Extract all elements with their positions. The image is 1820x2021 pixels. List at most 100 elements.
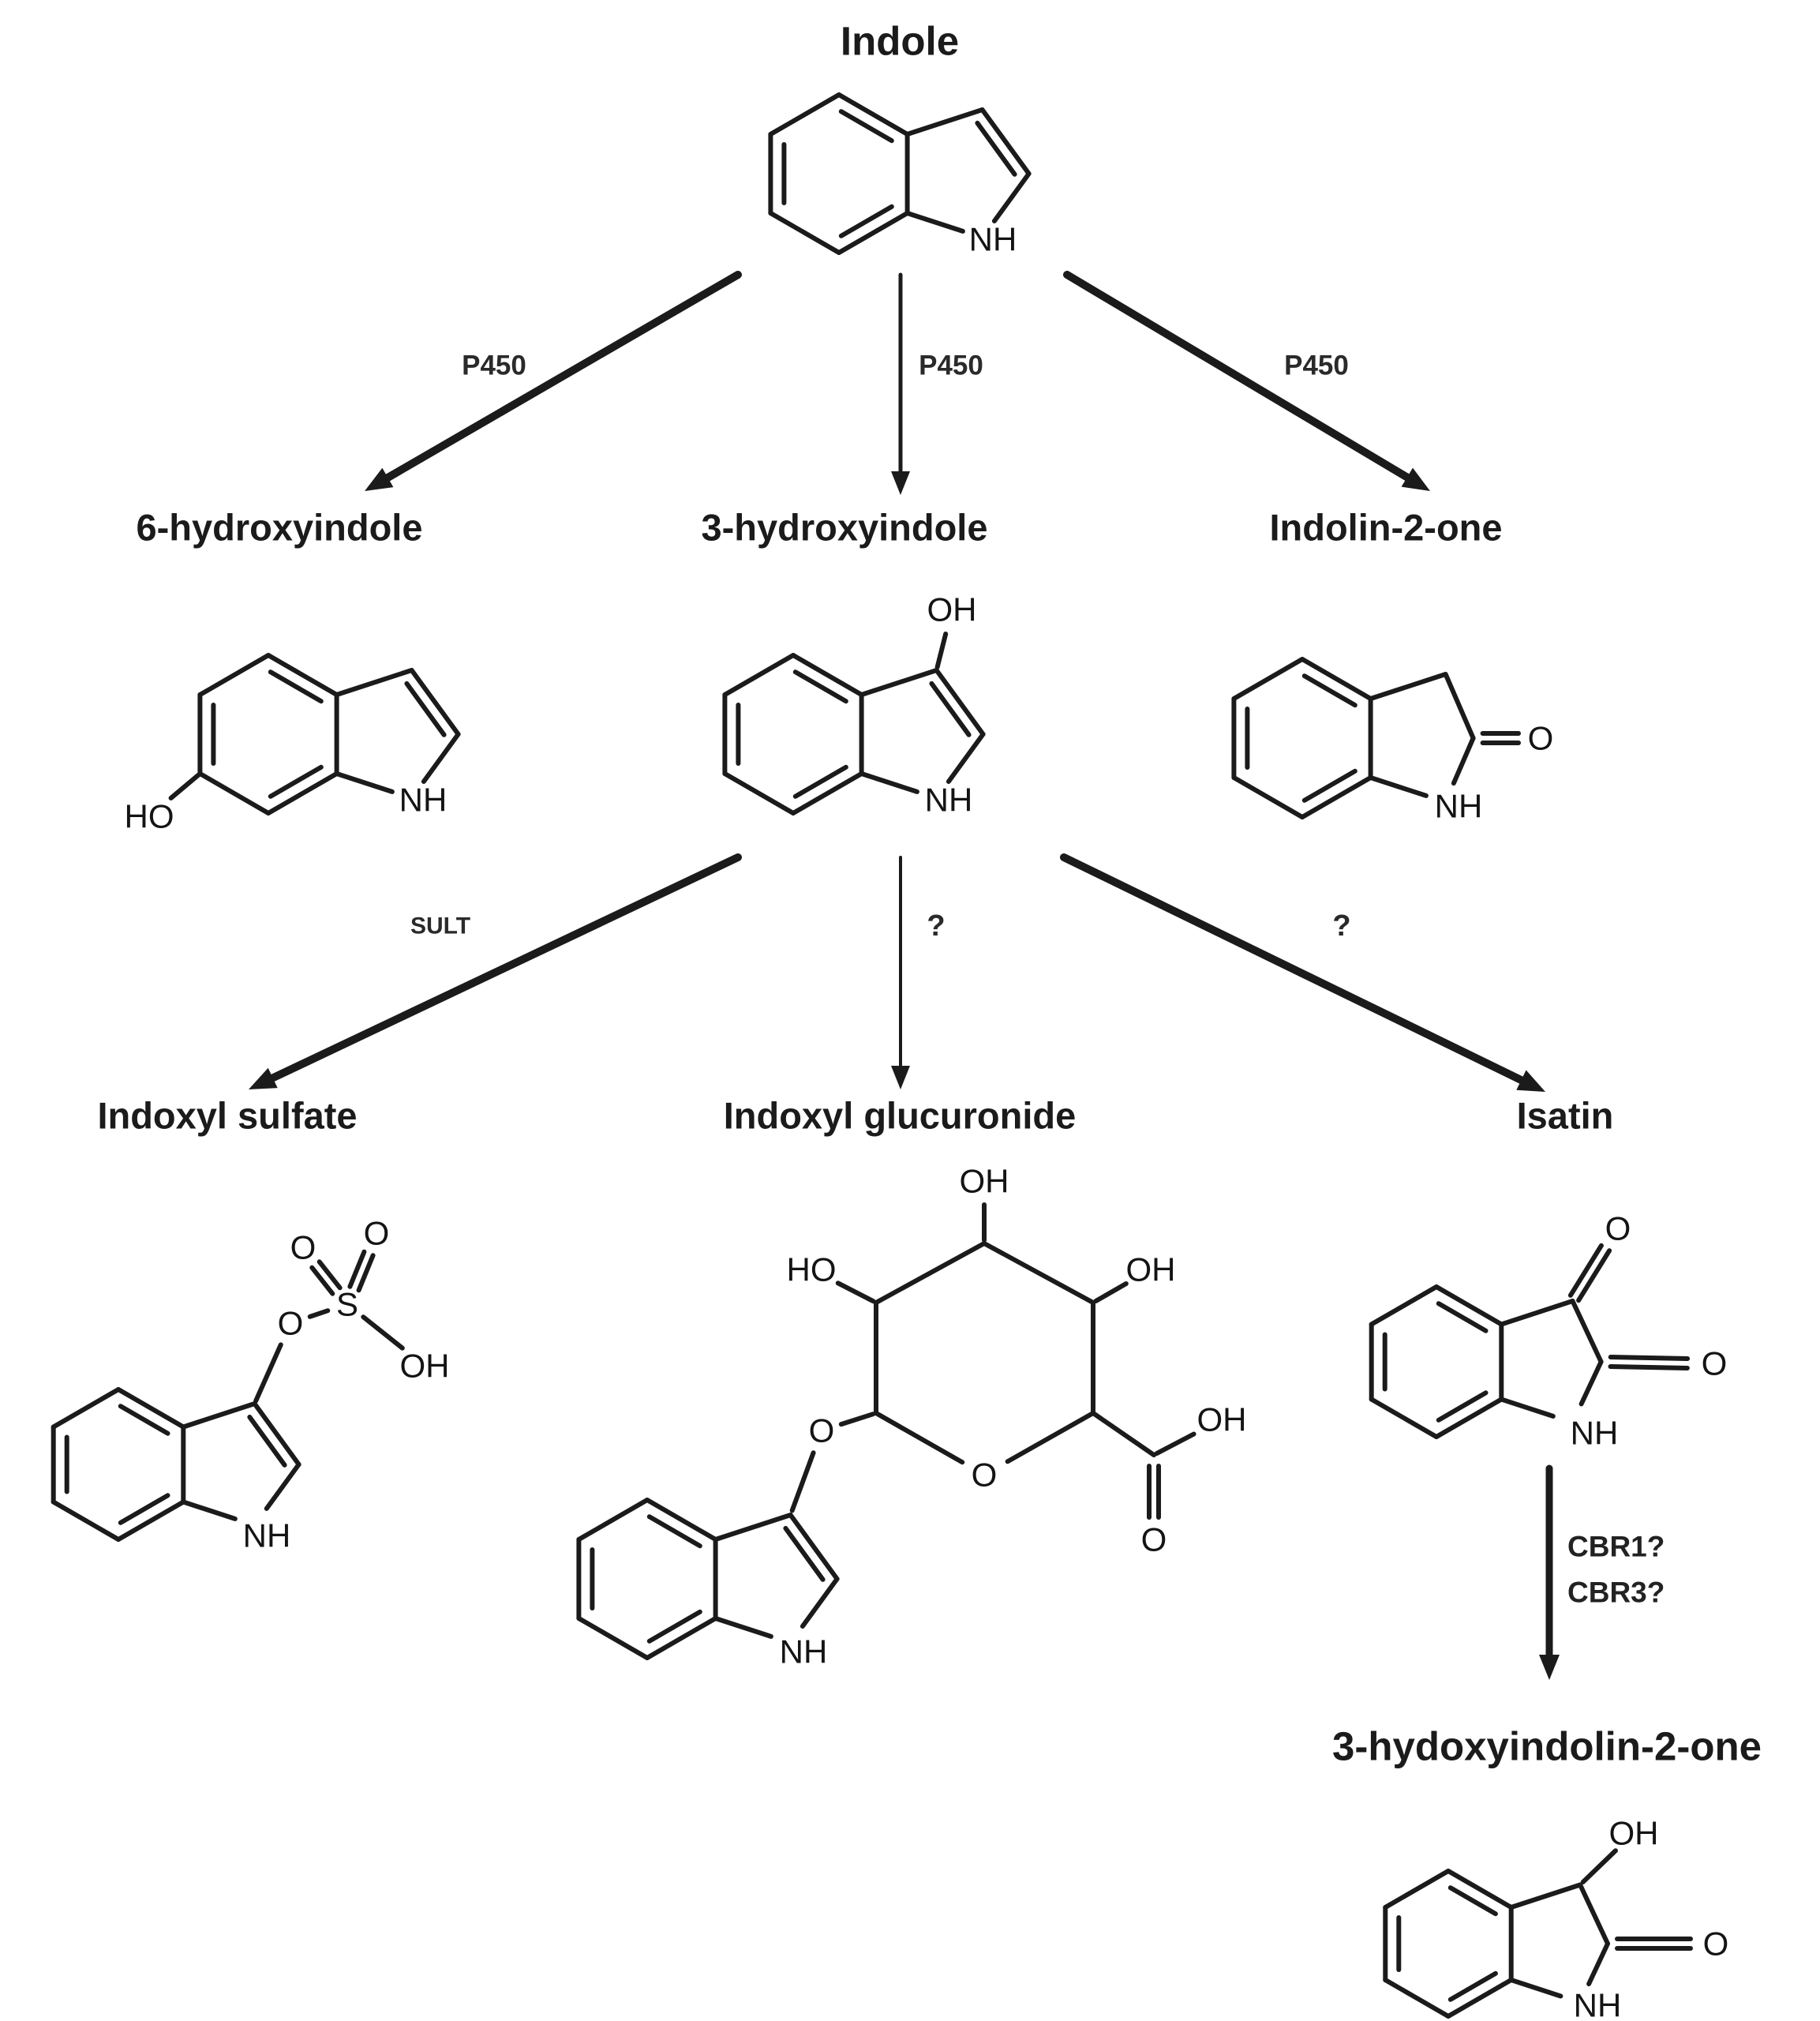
- atom-label-o-top: O: [1605, 1210, 1631, 1247]
- bond: [713, 1616, 773, 1639]
- enzyme-label-question-right: ?: [1332, 909, 1350, 943]
- bond: [197, 653, 271, 697]
- arrow-head: [249, 1067, 278, 1089]
- bond: [1508, 1882, 1583, 1910]
- atom-label-o-acid: O: [1141, 1521, 1167, 1558]
- bond: [904, 107, 985, 137]
- bond: [264, 1462, 301, 1511]
- bond: [646, 1609, 702, 1644]
- bond: [51, 1499, 121, 1542]
- bond: [118, 1404, 170, 1436]
- bond: [837, 211, 910, 255]
- atom-label-nh: NH: [1435, 788, 1483, 825]
- atom-label-oh-top: OH: [960, 1163, 1009, 1200]
- bond: [713, 1513, 793, 1542]
- bond: [792, 764, 848, 799]
- bond: [646, 1514, 702, 1549]
- bond: [1443, 672, 1476, 741]
- bond: [307, 1308, 331, 1319]
- bond: [1091, 1411, 1156, 1457]
- compound-title-3-hydoxyindolin-2-one: 3-hydoxyindolin-2-one: [1332, 1724, 1762, 1769]
- bond: [1499, 1397, 1556, 1419]
- bond: [1570, 1299, 1604, 1364]
- bond: [789, 1450, 816, 1513]
- atom-label-o: O: [1703, 1925, 1729, 1963]
- enzyme-label-cbr3: CBR3?: [1567, 1577, 1665, 1609]
- bond: [168, 772, 201, 801]
- atom-label-oh-acid: OH: [1197, 1401, 1247, 1438]
- bond: [421, 732, 461, 784]
- enzyme-label-sult: SULT: [410, 913, 470, 939]
- bond: [197, 771, 271, 816]
- bond: [991, 171, 1032, 223]
- atom-label-o-ester: O: [278, 1305, 304, 1342]
- bond: [116, 1499, 186, 1542]
- bond: [1369, 1284, 1439, 1327]
- bond: [1383, 1869, 1451, 1910]
- bond: [645, 1498, 718, 1542]
- atom-label-nh: NH: [780, 1633, 828, 1670]
- atom-label-oh: OH: [1609, 1815, 1659, 1852]
- arrow-head: [365, 467, 394, 491]
- bond: [1369, 1397, 1439, 1439]
- bond: [791, 771, 864, 816]
- bond: [253, 1342, 283, 1404]
- atom-label-nh: NH: [1571, 1415, 1619, 1452]
- bond: [1436, 1301, 1489, 1333]
- bond: [1154, 1431, 1196, 1457]
- arrow-head: [891, 1066, 910, 1089]
- bond: [838, 204, 894, 238]
- bond: [904, 211, 965, 234]
- bond: [118, 1493, 170, 1525]
- bond: [929, 681, 972, 737]
- bond: [975, 120, 1017, 177]
- bond: [356, 1253, 376, 1293]
- atom-label-o-double-right: O: [364, 1215, 390, 1252]
- bond: [334, 771, 395, 794]
- compound-title-indole: Indole: [841, 19, 959, 64]
- atom-label-o-glycosidic: O: [809, 1412, 835, 1449]
- bond: [1300, 657, 1373, 701]
- reaction-arrows: [249, 271, 1560, 1680]
- atom-label-nh: NH: [969, 221, 1017, 258]
- compound-title-indoxyl-glucuronide: Indoxyl glucuronide: [724, 1095, 1077, 1137]
- bond: [361, 1314, 405, 1351]
- bond: [576, 1498, 650, 1542]
- compound-title-6-hydroxyindole: 6-hydroxyindole: [136, 507, 422, 549]
- bond: [800, 1577, 840, 1629]
- bond: [334, 668, 414, 697]
- bond: [1567, 1243, 1604, 1298]
- bond: [1508, 1978, 1563, 1999]
- bond: [1608, 1364, 1690, 1370]
- bond: [874, 1411, 965, 1465]
- arrow-shaft: [1060, 853, 1526, 1085]
- bond: [1383, 1978, 1451, 2019]
- bond: [1451, 736, 1476, 786]
- bond: [181, 1401, 257, 1430]
- bond: [722, 653, 796, 697]
- compound-title-indolin-2-one: Indolin-2-one: [1269, 507, 1502, 549]
- bond: [404, 681, 447, 737]
- bond: [859, 771, 919, 794]
- bond: [788, 1513, 840, 1581]
- bond: [309, 1265, 335, 1296]
- bond: [51, 1387, 121, 1430]
- bond: [1580, 1848, 1618, 1884]
- bond: [645, 1616, 718, 1660]
- bond: [1093, 1281, 1129, 1303]
- arrow-shaft: [384, 271, 742, 482]
- bond: [181, 1499, 238, 1521]
- enzyme-label-question-middle: ?: [927, 909, 945, 943]
- atom-label-nh: NH: [399, 782, 448, 819]
- atom-label-oh: OH: [400, 1348, 450, 1385]
- bond: [722, 771, 796, 816]
- bond: [1447, 1885, 1498, 1917]
- atom-label-o-ring: O: [972, 1457, 998, 1494]
- bond: [268, 764, 324, 799]
- arrow-head: [1401, 467, 1430, 491]
- bond: [409, 668, 461, 737]
- arrow-head: [1539, 1655, 1560, 1680]
- bond: [1578, 1882, 1610, 1946]
- bond: [838, 1412, 876, 1427]
